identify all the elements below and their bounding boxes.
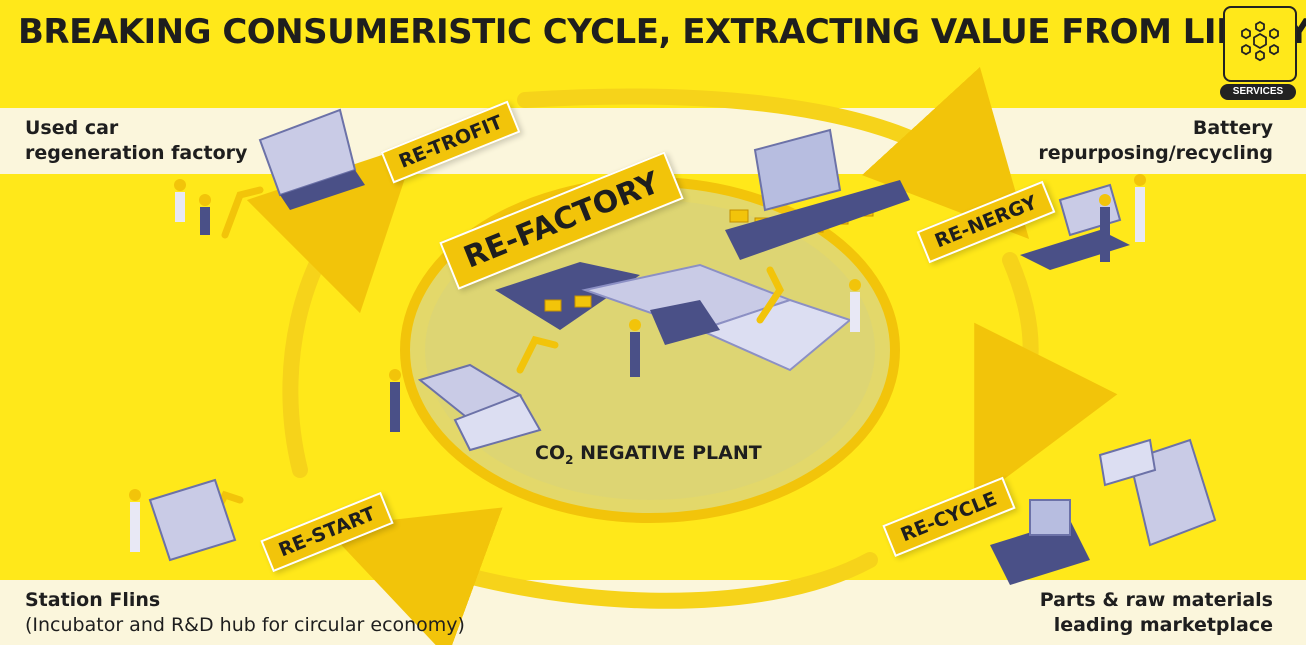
plant-workers <box>389 279 861 432</box>
regen-factory-illustration <box>174 108 365 235</box>
bottom-left-line2: (Incubator and R&D hub for circular econ… <box>25 614 465 636</box>
server-racks <box>725 128 910 260</box>
services-label: SERVICES <box>1220 84 1296 100</box>
cycle-ring <box>246 66 1118 645</box>
plant-label-rest: NEGATIVE PLANT <box>573 442 762 464</box>
marketplace-illustration <box>990 438 1217 585</box>
plant-label-co: CO <box>535 442 566 464</box>
arrow-recycle-to-restart <box>324 507 878 645</box>
corner-top-left: Used car regeneration factory <box>25 116 247 166</box>
top-left-line2: regeneration factory <box>25 142 248 164</box>
conveyor-belt <box>495 262 853 372</box>
page-title: BREAKING CONSUMERISTIC CYCLE, EXTRACTING… <box>18 12 1306 52</box>
bottom-right-line1: Parts & raw materials <box>1039 589 1273 611</box>
top-right-line1: Battery <box>1192 117 1273 139</box>
services-badge: SERVICES <box>1220 6 1298 100</box>
network-hub-icon <box>1223 6 1297 82</box>
corner-top-right: Battery repurposing/recycling <box>1038 116 1273 166</box>
control-desk <box>417 363 542 452</box>
bottom-right-line2: leading marketplace <box>1053 614 1273 636</box>
bottom-band <box>0 580 1306 645</box>
plant-label: CO2 NEGATIVE PLANT <box>535 442 762 467</box>
bottom-left-line1: Station Flins <box>25 589 161 611</box>
battery-line-illustration <box>1020 174 1146 270</box>
plant-label-subscript: 2 <box>565 452 574 467</box>
top-left-line1: Used car <box>25 117 119 139</box>
station-flins-illustration <box>129 478 237 562</box>
corner-bottom-left: Station Flins (Incubator and R&D hub for… <box>25 588 465 638</box>
arrow-retrofit-to-renergy <box>517 66 1030 239</box>
arrow-renergy-to-recycle <box>974 252 1118 502</box>
top-right-line2: repurposing/recycling <box>1038 142 1273 164</box>
arrow-restart-to-retrofit <box>246 143 417 478</box>
corner-bottom-right: Parts & raw materials leading marketplac… <box>1040 588 1273 638</box>
